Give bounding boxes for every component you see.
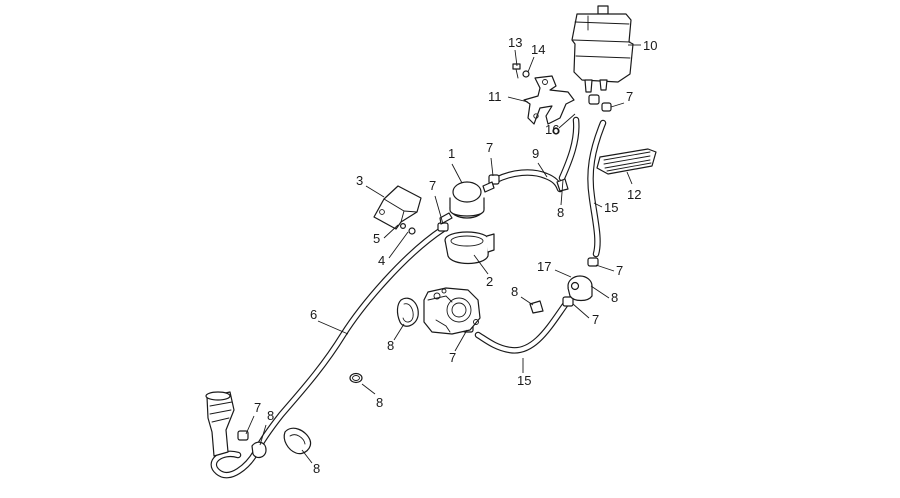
callout-c15b: 15 [517,373,531,388]
callout-c17: 17 [537,259,551,274]
leader-line-c8b [590,285,610,299]
gasket-8-loop-drawing [396,297,419,327]
callout-c8b: 8 [611,290,618,305]
callout-c7c: 7 [626,89,633,104]
leader-lines [245,44,641,464]
callout-c7a: 7 [429,178,436,193]
callout-c5: 5 [373,231,380,246]
leader-line-c11 [507,96,529,103]
leader-line-c8d [393,323,405,341]
union-8-b-drawing [529,300,544,314]
leader-line-c17 [554,269,572,278]
leader-line-c8g [301,449,313,464]
callout-c8g: 8 [313,461,320,476]
hose-15-upper-drawing [587,119,607,258]
pad-8-drawing [283,427,312,455]
callout-c7g: 7 [254,400,261,415]
clip-8-drawing [251,441,267,459]
leader-line-c7d [595,264,615,272]
holder-2-drawing [444,231,495,265]
valve-17-drawing [567,275,593,302]
leader-line-c8f [259,424,267,446]
clamp-7-d-drawing [587,257,599,267]
callout-c8d: 8 [387,338,394,353]
leader-line-c8c [520,296,534,306]
bracket-3-drawing [373,185,422,230]
clamp-7-a-drawing [437,222,449,232]
leader-line-c9 [537,162,548,178]
leader-line-c8e [361,383,376,395]
callout-c8a: 8 [557,205,564,220]
hose-11-link-drawing [558,116,580,182]
bolt-13-drawing [512,63,521,79]
filler-neck-drawing [205,391,235,457]
callout-c16: 16 [545,122,559,137]
callout-c15a: 15 [604,200,618,215]
leader-line-c8a [560,179,564,206]
leader-line-c7c [610,102,625,108]
screw-4-drawing [408,227,416,235]
leader-line-c3 [365,185,385,198]
callout-c4: 4 [378,253,385,268]
leader-line-c7a [434,195,444,225]
callout-c12: 12 [627,187,641,202]
callout-c3: 3 [356,173,363,188]
canister-10-drawing [571,5,634,93]
leader-line-c13 [514,49,518,67]
leader-line-c7g [245,415,255,435]
throttle-body-drawing [423,287,481,335]
leader-line-c6 [317,320,349,335]
callout-c8f: 8 [267,408,274,423]
washer-14-drawing [522,70,530,78]
washer-5-drawing [400,223,407,230]
hose-15-lower-drawing [474,301,569,354]
leader-line-c7b [490,157,494,177]
callout-c10: 10 [643,38,657,53]
ring-8-drawing [349,372,363,384]
hose-6-drawing [210,225,447,479]
leader-line-c16 [558,113,576,129]
callout-c11: 11 [488,89,502,104]
callout-c8c: 8 [511,284,518,299]
leader-line-c4 [388,231,409,259]
hose-9-drawing [492,169,564,193]
leader-line-c7f [454,329,468,352]
leader-line-c14 [527,56,535,73]
callout-c7f: 7 [449,350,456,365]
bracket-11-drawing [523,75,575,125]
filter-1-drawing [439,181,495,225]
leader-line-c15a [593,202,603,208]
callout-c7e: 7 [592,312,599,327]
shield-12-drawing [596,148,657,175]
clamp-7-g-drawing [237,430,249,441]
callout-c13: 13 [508,35,522,50]
callout-c7b: 7 [486,140,493,155]
callout-c2: 2 [486,274,493,289]
callout-c6: 6 [310,307,317,322]
callout-c7d: 7 [616,263,623,278]
leader-line-c12 [626,171,633,185]
leader-line-c2 [473,254,489,275]
clamp-7-e-drawing [562,296,574,307]
callout-c9: 9 [532,146,539,161]
callout-c8e: 8 [376,395,383,410]
callout-c1: 1 [448,146,455,161]
leader-line-c7e [572,303,590,319]
callout-c14: 14 [531,42,545,57]
clamp-7-c-drawing [588,94,612,112]
clamp-16-drawing [552,127,560,135]
leader-line-c5 [383,224,399,239]
leader-line-c1 [451,163,463,184]
